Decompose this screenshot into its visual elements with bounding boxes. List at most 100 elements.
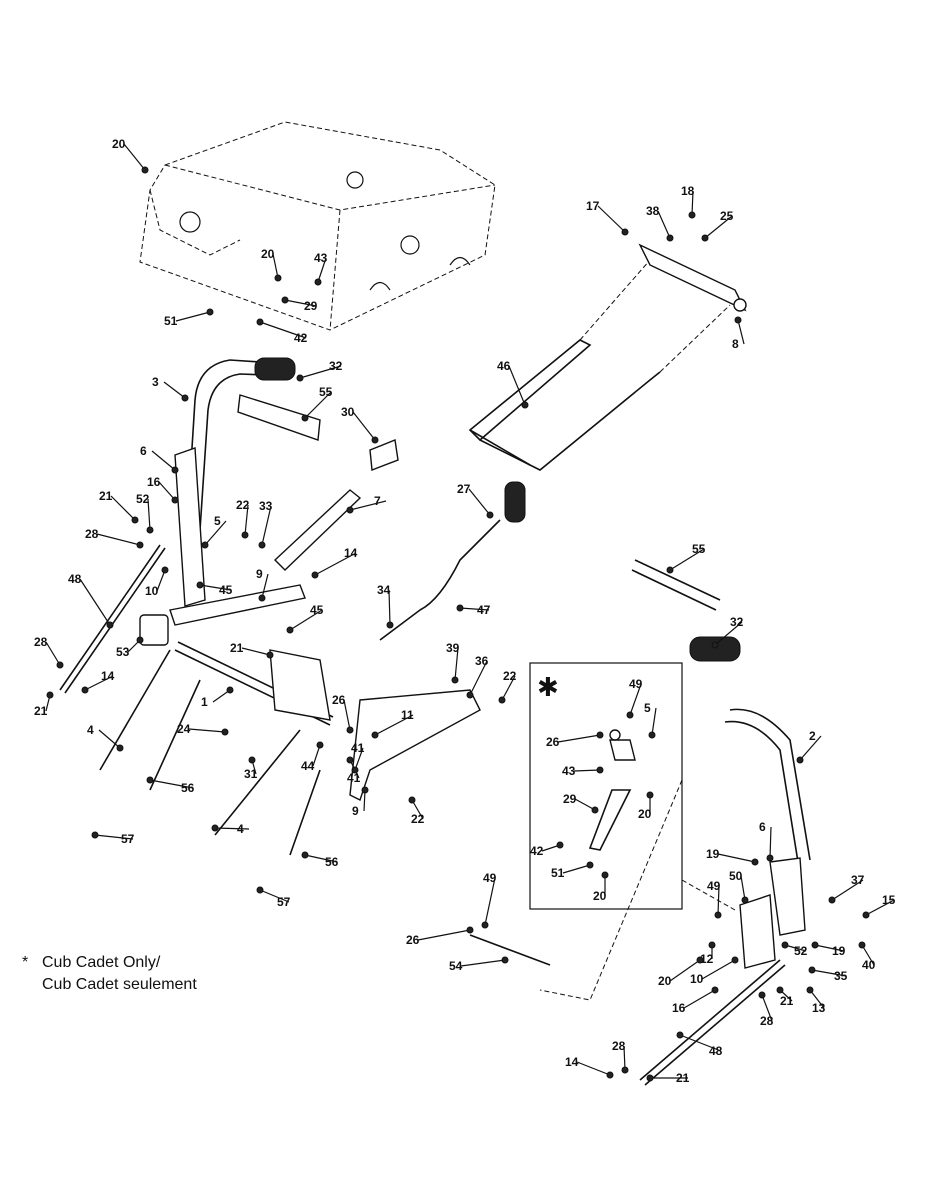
callout-leader: [576, 1061, 611, 1076]
callout-hardware-mark: [731, 956, 739, 964]
callout-31: 31: [244, 756, 258, 781]
callout-hardware-mark: [758, 991, 766, 999]
callout-number: 28: [612, 1039, 626, 1053]
inset-box: [529, 662, 683, 910]
callout-3: 3: [152, 375, 189, 402]
callout-leader: [573, 769, 601, 772]
callout-41: 41: [346, 756, 361, 785]
callout-47: 47: [456, 603, 491, 617]
callout-hardware-mark: [256, 318, 264, 326]
callout-hardware-mark: [626, 711, 634, 719]
callout-46: 46: [497, 359, 529, 409]
callout-hardware-mark: [481, 921, 489, 929]
callout-number: 9: [352, 804, 359, 818]
callout-number: 25: [720, 209, 734, 223]
callout-number: 14: [101, 669, 115, 683]
callout-number: 6: [759, 820, 766, 834]
callout-55: 55: [301, 385, 333, 422]
callout-7: 7: [346, 494, 387, 514]
callout-49: 49: [707, 879, 722, 919]
callout-number: 4: [237, 822, 244, 836]
callout-hardware-mark: [136, 636, 144, 644]
callout-hardware-mark: [221, 728, 229, 736]
callout-33: 33: [258, 499, 273, 549]
callout-hardware-mark: [601, 871, 609, 879]
callout-leader: [244, 504, 249, 536]
footnote: * Cub Cadet Only/ Cub Cadet seulement: [22, 952, 197, 996]
callout-number: 57: [277, 895, 291, 909]
callout-hardware-mark: [646, 1074, 654, 1082]
callout-leader: [717, 853, 756, 863]
callout-number: 19: [832, 944, 846, 958]
callout-hardware-mark: [106, 621, 114, 629]
callout-number: 26: [546, 735, 560, 749]
callout-leader: [811, 969, 847, 977]
callout-40: 40: [858, 941, 876, 972]
callout-leader: [214, 827, 250, 830]
callout-hardware-mark: [862, 911, 870, 919]
callout-28: 28: [758, 991, 774, 1028]
callout-20: 20: [261, 247, 282, 282]
callout-20: 20: [112, 137, 149, 174]
callout-2: 2: [796, 729, 822, 764]
callout-hardware-mark: [206, 308, 214, 316]
callout-leader: [352, 411, 376, 441]
callout-52: 52: [781, 941, 808, 958]
callout-number: 28: [85, 527, 99, 541]
callout-leader: [147, 498, 151, 531]
callout-leader: [259, 321, 307, 339]
callout-number: 12: [700, 952, 714, 966]
callout-leader: [96, 533, 141, 546]
callout-6: 6: [140, 444, 179, 474]
callout-number: 36: [475, 654, 489, 668]
callout-48: 48: [68, 572, 114, 629]
callout-44: 44: [301, 741, 324, 773]
callout-hardware-mark: [256, 886, 264, 894]
callout-leader: [657, 210, 671, 239]
callout-35: 35: [808, 966, 848, 983]
callout-hardware-mark: [486, 511, 494, 519]
callout-number: 21: [34, 704, 48, 718]
callout-number: 2: [809, 729, 816, 743]
callout-number: 48: [68, 572, 82, 586]
callout-hardware-mark: [146, 526, 154, 534]
callout-57: 57: [91, 831, 135, 846]
callout-leader: [304, 391, 332, 419]
callout-hardware-mark: [466, 691, 474, 699]
callout-leader: [669, 548, 705, 571]
callout-number: 56: [181, 781, 195, 795]
callout-leader: [259, 889, 290, 903]
callout-hardware-mark: [181, 394, 189, 402]
callout-leader: [454, 647, 459, 681]
callout-leader: [460, 959, 506, 967]
callout-hardware-mark: [296, 374, 304, 382]
callout-number: 38: [646, 204, 660, 218]
callout-hardware-mark: [501, 956, 509, 964]
callout-56: 56: [301, 851, 339, 869]
callout-number: 20: [638, 807, 652, 821]
callout-45: 45: [196, 581, 233, 597]
callout-30: 30: [341, 405, 379, 444]
callout-number: 21: [676, 1071, 690, 1085]
callout-number: 44: [301, 759, 315, 773]
callout-number: 33: [259, 499, 273, 513]
callout-number: 32: [730, 615, 744, 629]
callout-hardware-mark: [266, 651, 274, 659]
callout-leader: [289, 609, 323, 631]
callout-leader: [861, 944, 875, 966]
callout-leader: [151, 450, 176, 471]
inset-leader-1: [681, 879, 736, 911]
callout-number: 28: [760, 1014, 774, 1028]
callout-10: 10: [690, 956, 739, 986]
callout-number: 43: [314, 251, 328, 265]
callout-number: 52: [794, 944, 808, 958]
callout-50: 50: [729, 869, 749, 904]
callout-hardware-mark: [648, 731, 656, 739]
callout-number: 10: [690, 972, 704, 986]
callout-hardware-mark: [781, 941, 789, 949]
callout-leader: [354, 747, 364, 771]
callout-42: 42: [530, 841, 564, 858]
callout-number: 57: [121, 832, 135, 846]
callout-21: 21: [99, 489, 139, 524]
callout-leader: [84, 675, 114, 691]
